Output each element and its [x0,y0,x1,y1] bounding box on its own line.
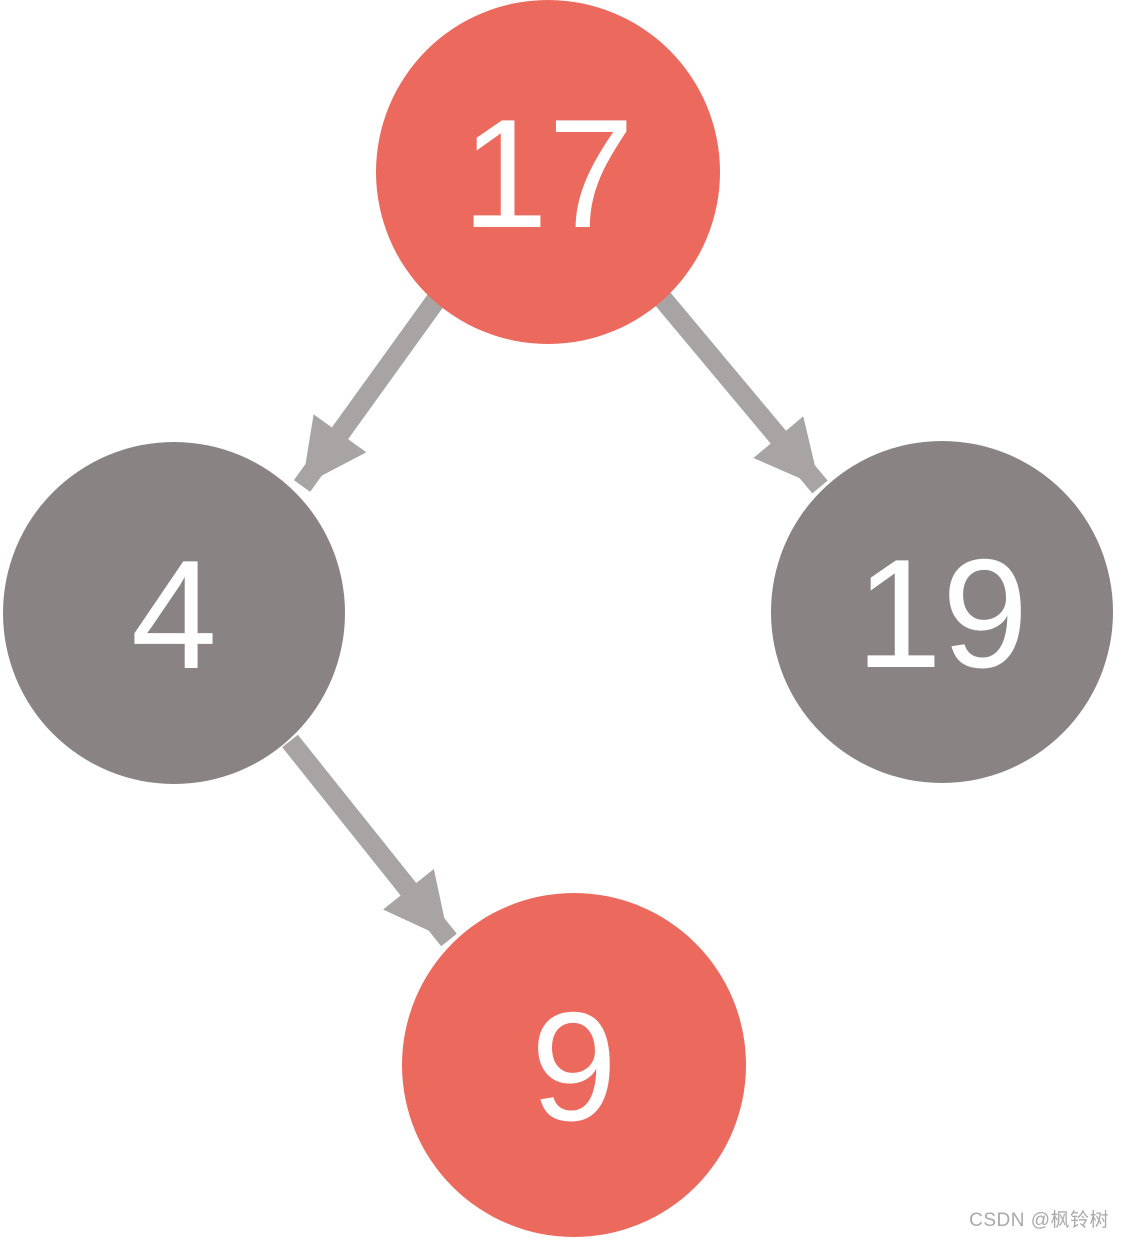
edge-arrow-17-to-19 [654,291,828,494]
tree-node-17: 17 [376,0,720,344]
node-4-label: 4 [131,528,217,701]
tree-node-19: 19 [771,441,1113,783]
node-9-circle [402,893,746,1237]
tree-node-4: 4 [3,442,345,784]
node-9-label: 9 [531,980,617,1153]
node-17-circle [376,0,720,344]
edge-arrow-4-to-9 [282,734,457,947]
node-19-circle [771,441,1113,783]
edge-arrow-17-to-4 [293,294,445,492]
node-4-circle [3,442,345,784]
node-19-label: 19 [856,527,1028,700]
tree-node-9: 9 [402,893,746,1237]
csdn-watermark: CSDN @枫铃树 [969,1210,1109,1231]
node-17-label: 17 [462,87,634,260]
